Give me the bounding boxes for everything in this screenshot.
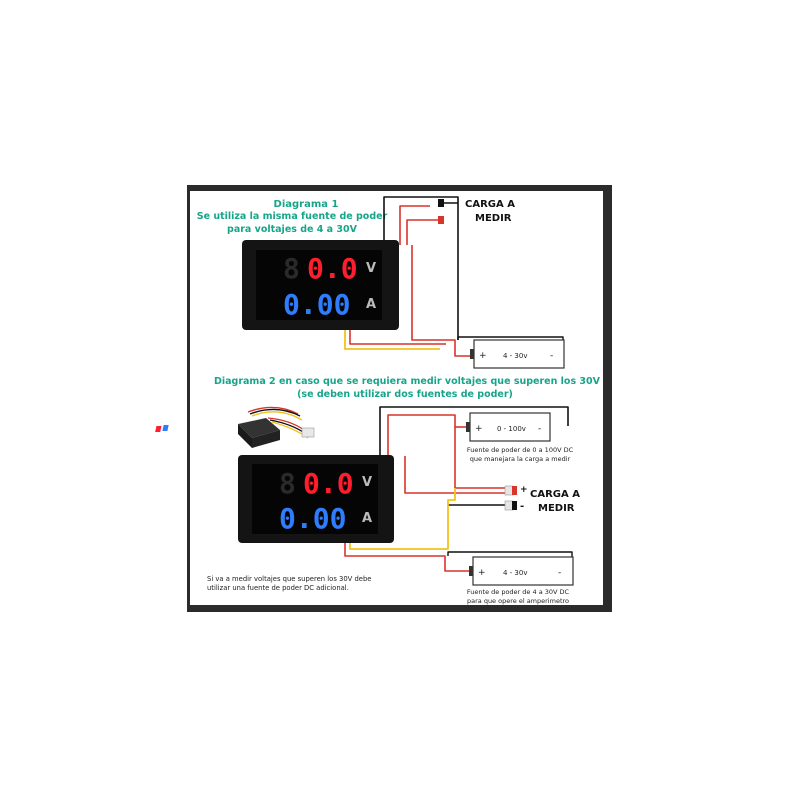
diagram1-subtitle-line2: para voltajes de 4 a 30V [227,224,358,235]
diagram1: Diagrama 1 Se utiliza la misma fuente de… [197,196,565,369]
diagram1-title: Diagrama 1 [274,199,339,210]
diagram2-load-label-line1: CARGA A [530,489,580,500]
diagram2-note-line1: Si va a medir voltajes que superen los 3… [207,575,371,583]
diagram1-volt-unit: V [366,261,376,276]
diagram2-meter-screen [252,464,378,534]
diagram2-meter-ghost-digit: 8 [279,467,296,500]
diagram2-battery-bottom: + 4 - 30v - [469,556,574,586]
diagram2-battery-top-minus: - [538,424,541,434]
diagram1-meter-ghost-digit: 8 [283,252,300,285]
diagram2-meter: 8 0.0 V 0.00 A [238,455,394,543]
diagram1-battery-minus: - [550,351,553,361]
diagram2: Diagrama 2 en caso que se requiera medir… [155,376,601,605]
diagram1-wire-red-battery [411,245,474,357]
diagram2-amp-unit: A [362,511,372,526]
diagram1-amp-reading: 0.00 [283,288,350,321]
diagram2-battery-top-plus: + [475,424,483,434]
diagram1-battery-label: 4 - 30v [503,352,527,360]
diagram1-volt-reading: 0.0 [307,252,358,285]
diagram1-wire-yellow [344,330,440,350]
diagram1-wire-black [383,196,459,340]
diagram2-wire-black-top [379,406,569,456]
diagram2-subtitle: (se deben utilizar dos fuentes de poder) [297,389,513,400]
diagram2-load-label-line2: MEDIR [538,503,575,514]
diagram2-battery-top-label: 0 - 100v [497,425,526,433]
diagram2-battery-top-caption-line2: que manejara la carga a medir [470,455,571,463]
diagram2-load-plus: + [520,485,528,495]
diagram2-load-terminal-positive [504,485,514,496]
diagram2-note-line2: utilizar una fuente de poder DC adiciona… [207,584,349,592]
diagram2-battery-bottom-label: 4 - 30v [503,569,527,577]
diagram2-wire-red-meter [404,456,505,494]
diagram1-load-label-line1: CARGA A [465,199,515,210]
diagram2-amp-reading: 0.00 [279,502,346,535]
diagram1-wire-red-load [406,219,441,245]
diagram1-meter-screen [256,250,382,320]
diagram2-battery-bottom-caption-line1: Fuente de poder de 4 a 30V DC [467,588,570,596]
diagram2-volt-reading: 0.0 [303,467,354,500]
diagram2-wire-yellow [349,488,456,550]
diagram1-load-terminal-negative [438,199,444,207]
diagram2-battery-bottom-minus: - [558,568,561,578]
diagram1-battery-plus: + [479,351,487,361]
diagram2-load-minus: - [520,501,524,512]
diagram2-title: Diagrama 2 en caso que se requiera medir… [214,376,601,387]
diagram2-battery-top-caption-line1: Fuente de poder de 0 a 100V DC [467,446,574,454]
diagram2-load-terminal-negative [504,500,514,511]
diagram1-amp-unit: A [366,297,376,312]
diagram2-battery-bottom-caption-line2: para que opere el amperimetro [467,597,569,605]
diagram1-wire-red-top [399,205,430,245]
diagram1-battery: + 4 - 30v - [470,339,565,369]
diagram2-battery-top: + 0 - 100v - [466,412,551,442]
diagram1-load-label-line2: MEDIR [475,213,512,224]
diagram2-battery-bottom-plus: + [478,568,486,578]
diagram2-volt-unit: V [362,475,372,490]
meter-module-photo [155,406,315,448]
diagram1-wire-red-meter [349,330,446,345]
diagram2-wire-red-bottom [344,540,473,572]
diagram2-wire-red-top [387,414,510,489]
diagram2-wires [344,406,573,572]
diagram1-load-terminal-positive [438,216,444,224]
diagram1-subtitle-line1: Se utiliza la misma fuente de poder [197,211,388,222]
diagram1-meter: 8 0.0 V 0.00 A [242,240,399,330]
